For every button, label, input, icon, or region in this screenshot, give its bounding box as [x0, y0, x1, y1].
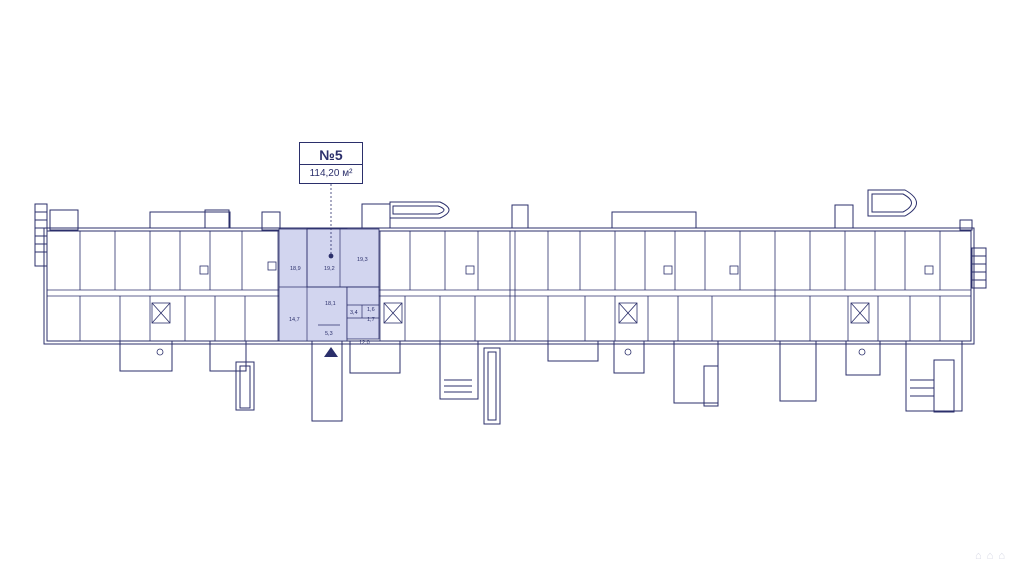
- room-area-7: 1,6: [367, 307, 375, 313]
- watermark-logo: ⌂ ⌂ ⌂: [974, 550, 1006, 562]
- room-area-8: 1,7: [367, 317, 375, 323]
- room-area-3: 19,3: [357, 257, 368, 263]
- apartment-highlight[interactable]: [278, 228, 380, 342]
- entrance-arrow-icon: [324, 347, 338, 357]
- room-area-9: 5,3: [325, 331, 333, 337]
- room-area-labels: 18,9 19,2 19,3 14,7 18,1 3,4 1,6 1,7 5,3…: [289, 257, 375, 346]
- room-area-2: 19,2: [324, 266, 335, 272]
- apartment-number: №5: [319, 147, 343, 163]
- location-pin-icon: [328, 253, 334, 259]
- room-area-1: 18,9: [290, 266, 301, 272]
- apartment-label[interactable]: №5 114,20 м²: [299, 142, 363, 184]
- room-area-4: 14,7: [289, 317, 300, 323]
- room-area-10: 12,0: [359, 340, 370, 346]
- room-area-6: 3,4: [350, 310, 358, 316]
- building-walls: [34, 189, 987, 425]
- room-area-5: 18,1: [325, 301, 336, 307]
- apartment-area: 114,20 м²: [309, 168, 353, 179]
- label-divider: [300, 164, 362, 165]
- interior-walls: [47, 231, 971, 356]
